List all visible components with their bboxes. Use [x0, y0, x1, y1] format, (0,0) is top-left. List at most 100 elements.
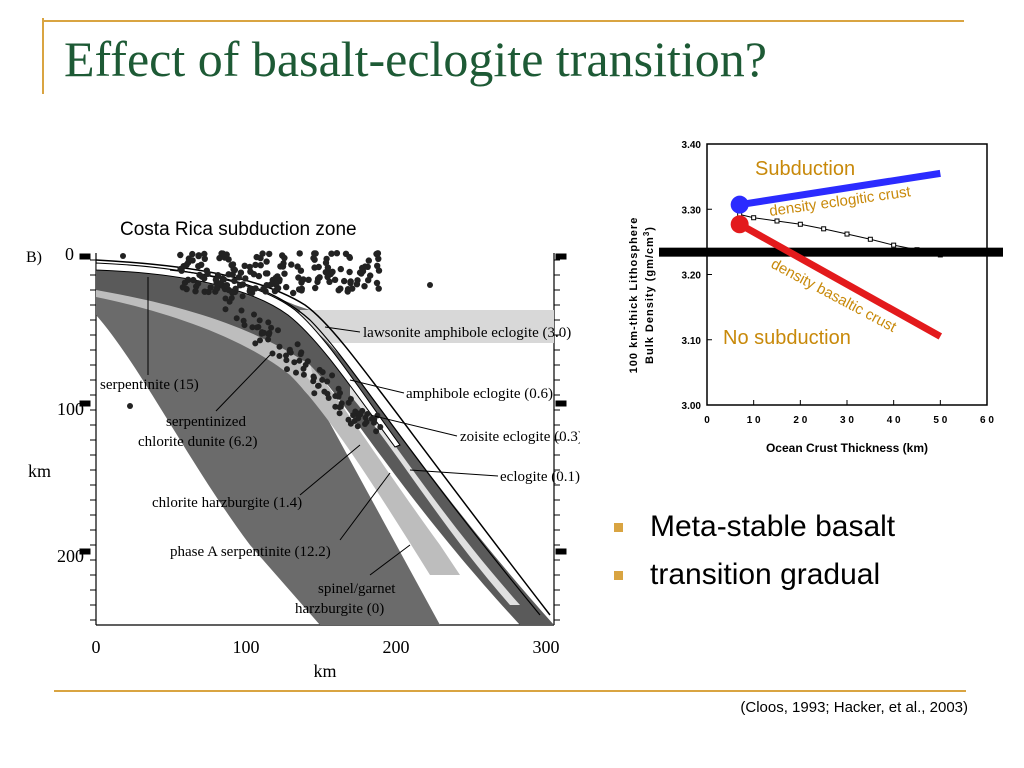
- leader-lines: [147, 277, 499, 576]
- earthquake-dot: [368, 415, 375, 422]
- measured-density-point: [891, 242, 897, 248]
- earthquake-dot: [262, 270, 270, 277]
- major-tick-mark: [79, 253, 91, 260]
- earthquake-dot: [201, 255, 208, 262]
- earthquake-dot: [233, 315, 240, 322]
- earthquake-dot: [257, 262, 264, 269]
- svg-text:Bulk Density (gm/cm3): Bulk Density (gm/cm3): [642, 226, 657, 364]
- chart-x-tick-label: 6 0: [980, 415, 994, 426]
- x-tick-100: 100: [233, 637, 260, 657]
- earthquake-dot: [251, 311, 257, 318]
- earthquake-dot: [349, 285, 356, 292]
- earthquake-dot: [294, 341, 301, 348]
- earthquake-dot: [296, 250, 303, 257]
- earthquake-dot: [189, 257, 196, 264]
- annot-density-basaltic: density basaltic crust: [768, 256, 900, 337]
- earthquake-dot: [310, 378, 317, 385]
- earthquake-dot: [238, 307, 245, 314]
- y-tick-200: 200: [57, 546, 84, 566]
- eclogitic-density-line: [739, 169, 941, 209]
- chart-xlabel: Ocean Crust Thickness (km): [766, 441, 928, 455]
- major-tick-mark: [555, 253, 567, 260]
- earthquake-dot: [364, 411, 371, 417]
- major-tick-mark: [79, 548, 91, 555]
- top-rule: [42, 20, 964, 22]
- earthquake-dot: [337, 403, 344, 410]
- earthquake-dot: [336, 410, 343, 417]
- earthquake-dot: [281, 270, 288, 277]
- earthquake-dot: [353, 281, 361, 288]
- earthquake-dot: [265, 319, 272, 326]
- earthquake-dot: [273, 280, 280, 287]
- earthquake-dot: [239, 281, 247, 288]
- label-spinel-1: spinel/garnet: [318, 581, 396, 597]
- threshold-band: [659, 247, 1003, 257]
- chart-x-tick-label: 2 0: [793, 415, 807, 426]
- earthquake-dot: [266, 329, 273, 336]
- basaltic-density-line: [737, 221, 943, 340]
- earthquake-dot: [247, 268, 254, 275]
- earthquake-dot: [377, 424, 384, 430]
- earthquake-dot: [305, 276, 312, 283]
- earthquake-dot: [213, 285, 221, 292]
- measured-density-line: [739, 213, 941, 256]
- earthquake-dot: [220, 276, 228, 283]
- earthquake-dot: [231, 277, 238, 285]
- earthquake-dot: [375, 267, 383, 274]
- earthquake-dot: [222, 306, 229, 313]
- chart-marks: [659, 169, 1003, 340]
- x-tick-0: 0: [92, 637, 101, 657]
- earthquake-dot: [235, 274, 242, 281]
- label-phase-a: phase A serpentinite (12.2): [170, 544, 331, 560]
- earthquake-dot: [283, 352, 289, 359]
- earthquake-dot: [325, 395, 332, 401]
- chart-y-tick-label: 3.10: [682, 336, 702, 347]
- earthquake-dot: [332, 393, 339, 399]
- earthquake-dot: [177, 265, 184, 273]
- earthquake-dot: [196, 271, 203, 279]
- chart-x-tick-label: 5 0: [933, 415, 947, 426]
- earthquake-dot: [283, 357, 290, 364]
- earthquake-dot: [329, 268, 336, 275]
- major-tick-mark: [79, 400, 91, 407]
- chart-x-tick-label: 0: [704, 415, 710, 426]
- earthquake-dot: [290, 289, 297, 297]
- earthquake-dot: [351, 418, 358, 424]
- earthquake-dot: [427, 282, 433, 288]
- earthquake-dot: [296, 357, 303, 364]
- earthquake-dot: [179, 284, 187, 291]
- earthquake-dot: [300, 371, 307, 378]
- earthquake-dot: [267, 281, 274, 288]
- mantle-wedge-band: [96, 265, 554, 625]
- chart-ylabel-1: 100 km-thick Lithosphere: [628, 217, 640, 374]
- earthquake-dot: [127, 403, 133, 409]
- earthquake-dot: [295, 274, 302, 281]
- earthquake-dot: [319, 376, 326, 383]
- earthquake-dot: [269, 350, 276, 357]
- earthquake-dot: [341, 277, 348, 285]
- earthquake-dot: [265, 336, 272, 343]
- earthquake-dot: [283, 283, 290, 291]
- measured-density-point: [821, 226, 827, 232]
- earthquake-dot: [184, 276, 192, 283]
- earthquake-dot: [229, 271, 236, 278]
- earthquake-dot: [333, 250, 341, 257]
- earthquake-dot: [298, 349, 305, 356]
- earthquake-dot: [337, 285, 344, 292]
- earthquake-dot: [293, 369, 299, 376]
- earthquake-dot: [375, 255, 382, 262]
- title-accent-bar: [42, 18, 44, 94]
- earthquake-dot: [347, 279, 354, 287]
- earthquake-dot: [242, 275, 249, 282]
- earthquake-dot: [194, 280, 202, 287]
- earthquake-dot: [373, 250, 380, 258]
- earthquake-dot: [241, 322, 248, 329]
- upper-wedge-light: [296, 310, 554, 390]
- bottom-rule: [54, 690, 966, 692]
- earthquake-dot: [373, 428, 380, 435]
- earthquake-dot: [256, 317, 263, 324]
- earthquake-dot: [375, 285, 382, 292]
- earthquake-dot: [311, 390, 318, 397]
- annot-subduction: Subduction: [755, 158, 855, 180]
